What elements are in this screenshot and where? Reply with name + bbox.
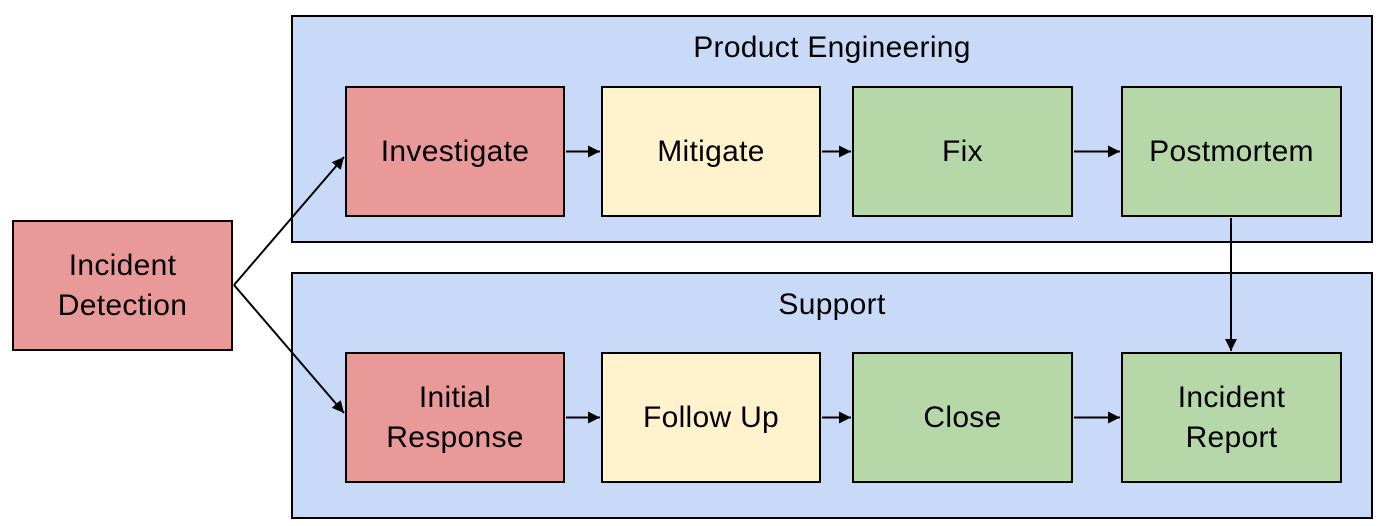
node-initial-response: Initial Response bbox=[345, 352, 565, 483]
node-incident-report: Incident Report bbox=[1121, 352, 1342, 483]
lane-title-support: Support bbox=[778, 288, 886, 321]
node-follow-up: Follow Up bbox=[601, 352, 821, 483]
node-incident-detection: Incident Detection bbox=[12, 220, 233, 351]
node-fix: Fix bbox=[852, 86, 1073, 217]
node-close: Close bbox=[852, 352, 1073, 483]
node-postmortem: Postmortem bbox=[1121, 86, 1342, 217]
node-investigate: Investigate bbox=[345, 86, 565, 217]
node-mitigate: Mitigate bbox=[601, 86, 821, 217]
lane-title-product-engineering: Product Engineering bbox=[693, 31, 971, 64]
